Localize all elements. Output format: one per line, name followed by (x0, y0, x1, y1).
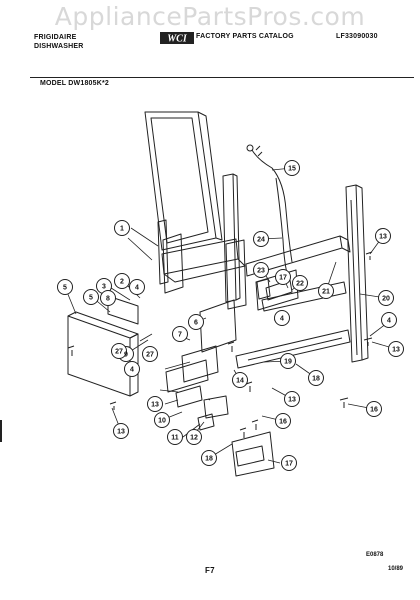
callout-number-24: 24 (257, 237, 265, 244)
callout-number-4: 4 (387, 318, 391, 325)
callout-number-13: 13 (288, 397, 296, 404)
callout-number-18: 18 (312, 376, 320, 383)
callout-number-13: 13 (392, 347, 400, 354)
catalog-date: 10/89 (388, 566, 404, 572)
callout-number-10: 10 (158, 418, 166, 425)
callout-number-19: 19 (284, 359, 292, 366)
model-label: MODEL DW1805K*2 (40, 80, 110, 87)
callout-number-13: 13 (379, 234, 387, 241)
page-number: F7 (205, 566, 215, 575)
callout-number-1: 1 (120, 226, 124, 233)
callout-number-7: 7 (178, 332, 182, 339)
callout-number-21: 21 (322, 289, 330, 296)
callout-number-20: 20 (382, 296, 390, 303)
callout-number-8: 8 (106, 296, 110, 303)
callout-number-17: 17 (285, 461, 293, 468)
callout-number-23: 23 (257, 268, 265, 275)
callout-number-3: 3 (102, 284, 106, 291)
callout-number-15: 15 (288, 166, 296, 173)
callout-number-9: 9 (124, 352, 128, 359)
catalog-title: FACTORY PARTS CATALOG (196, 33, 294, 40)
callout-number-4: 4 (130, 367, 134, 374)
figure-code: E0878 (366, 552, 384, 558)
callout-number-17: 17 (279, 275, 287, 282)
callout-number-13: 13 (117, 429, 125, 436)
callout-number-4: 4 (280, 316, 284, 323)
watermark: AppliancePartsPros.com (54, 2, 366, 31)
callout-number-5: 5 (89, 295, 93, 302)
callout-number-16: 16 (370, 407, 378, 414)
callout-number-11: 11 (171, 435, 179, 442)
header-divider (30, 77, 414, 78)
callout-number-18: 18 (205, 456, 213, 463)
wci-logo: WCI (160, 31, 194, 45)
callout-number-2: 2 (120, 279, 124, 286)
callout-number-5: 5 (63, 285, 67, 292)
brand-label: FRIGIDAIRE (34, 34, 77, 41)
callout-number-16: 16 (279, 419, 287, 426)
callout-number-6: 6 (194, 320, 198, 327)
appliance-label: DISHWASHER (34, 43, 84, 50)
callout-number-4: 4 (135, 285, 139, 292)
callout-number-27: 27 (115, 349, 123, 356)
callout-number-27: 27 (146, 352, 154, 359)
callout-number-13: 13 (151, 402, 159, 409)
callout-number-22: 22 (296, 281, 304, 288)
callout-number-12: 12 (190, 435, 198, 442)
callout-number-14: 14 (236, 378, 244, 385)
catalog-number: LF33090030 (336, 33, 378, 40)
svg-text:WCI: WCI (167, 34, 188, 45)
